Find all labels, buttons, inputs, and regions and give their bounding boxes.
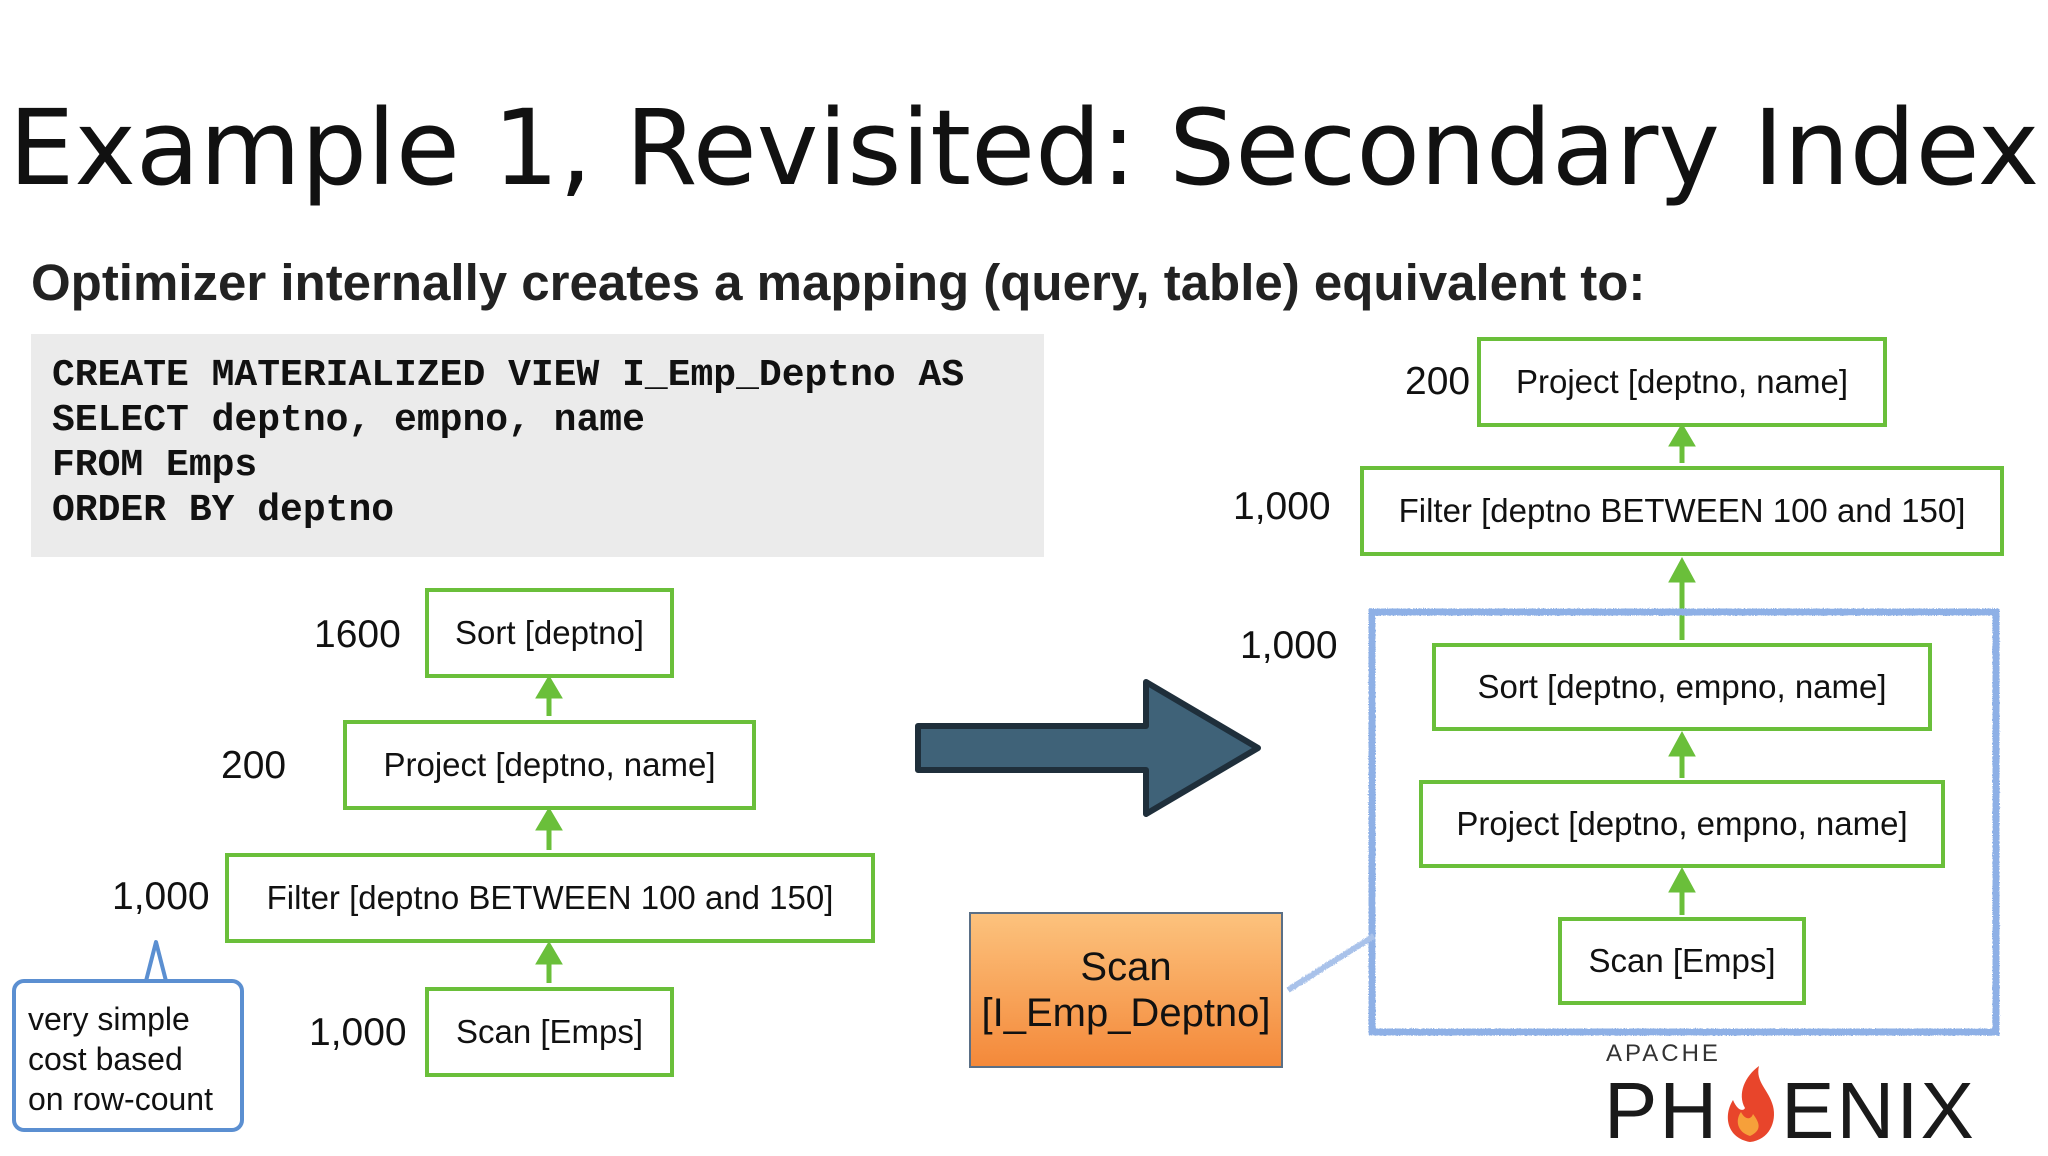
- code-line: CREATE MATERIALIZED VIEW I_Emp_Deptno AS: [52, 354, 965, 397]
- plan-node-project: Project [deptno, name]: [343, 720, 756, 810]
- index-group-outline: [1368, 608, 2000, 1036]
- logo-apache-text: APACHE: [1606, 1040, 1721, 1067]
- row-count: 200: [221, 744, 287, 787]
- row-count: 200: [1405, 360, 1471, 403]
- sql-code-block: CREATE MATERIALIZED VIEW I_Emp_Deptno AS…: [31, 334, 1044, 557]
- row-count: 1,000: [309, 1011, 407, 1054]
- right-plan-arrows: [1668, 423, 1696, 915]
- callout-line: cost based: [28, 1041, 183, 1077]
- callout-tail: [144, 940, 168, 983]
- scan-index-line2: [I_Emp_Deptno]: [981, 991, 1271, 1035]
- arrow-head: [535, 675, 563, 699]
- callout-line: on row-count: [28, 1081, 213, 1117]
- code-line: SELECT deptno, empno, name: [52, 399, 645, 442]
- left-plan-arrows: [535, 675, 563, 983]
- transform-arrow: [915, 679, 1261, 817]
- cost-callout: very simple cost based on row-count: [12, 979, 244, 1132]
- plan-node-filter: Filter [deptno BETWEEN 100 and 150]: [1360, 466, 2004, 556]
- plan-node-project: Project [deptno, name]: [1477, 337, 1887, 427]
- arrow-head: [535, 941, 563, 965]
- row-count: 1600: [314, 613, 401, 656]
- arrow-head: [1668, 730, 1696, 757]
- slide-title: Example 1, Revisited: Secondary Index: [8, 87, 2040, 209]
- arrow-head: [535, 807, 563, 831]
- flame-icon: [1727, 1066, 1775, 1142]
- arrow-head: [1668, 866, 1696, 893]
- plan-node-scan: Scan [Emps]: [1558, 917, 1806, 1005]
- arrow-head: [1668, 556, 1696, 583]
- row-count: 1,000: [1240, 624, 1338, 667]
- row-count: 1,000: [1233, 485, 1331, 528]
- plan-node-sort: Sort [deptno]: [425, 588, 674, 678]
- plan-node-sort: Sort [deptno, empno, name]: [1432, 643, 1932, 731]
- row-count: 1,000: [112, 875, 210, 918]
- arrow-head: [1668, 423, 1696, 447]
- index-link-line: [1286, 933, 1376, 993]
- logo-wordmark: PH ENIX: [1604, 1064, 1976, 1156]
- apache-phoenix-logo: APACHE PH ENIX: [1604, 1040, 2034, 1155]
- slide-subtitle: Optimizer internally creates a mapping (…: [31, 254, 1646, 311]
- plan-node-filter: Filter [deptno BETWEEN 100 and 150]: [225, 853, 875, 943]
- scan-index-box: Scan [I_Emp_Deptno]: [969, 912, 1283, 1068]
- callout-line: very simple: [28, 1001, 190, 1037]
- code-line: FROM Emps: [52, 444, 258, 487]
- plan-node-project: Project [deptno, empno, name]: [1419, 780, 1945, 868]
- logo-name-right: ENIX: [1781, 1066, 1976, 1155]
- scan-index-line1: Scan: [1080, 945, 1172, 989]
- plan-node-scan: Scan [Emps]: [425, 987, 674, 1077]
- code-line: ORDER BY deptno: [52, 489, 395, 532]
- logo-name-left: PH: [1604, 1066, 1720, 1155]
